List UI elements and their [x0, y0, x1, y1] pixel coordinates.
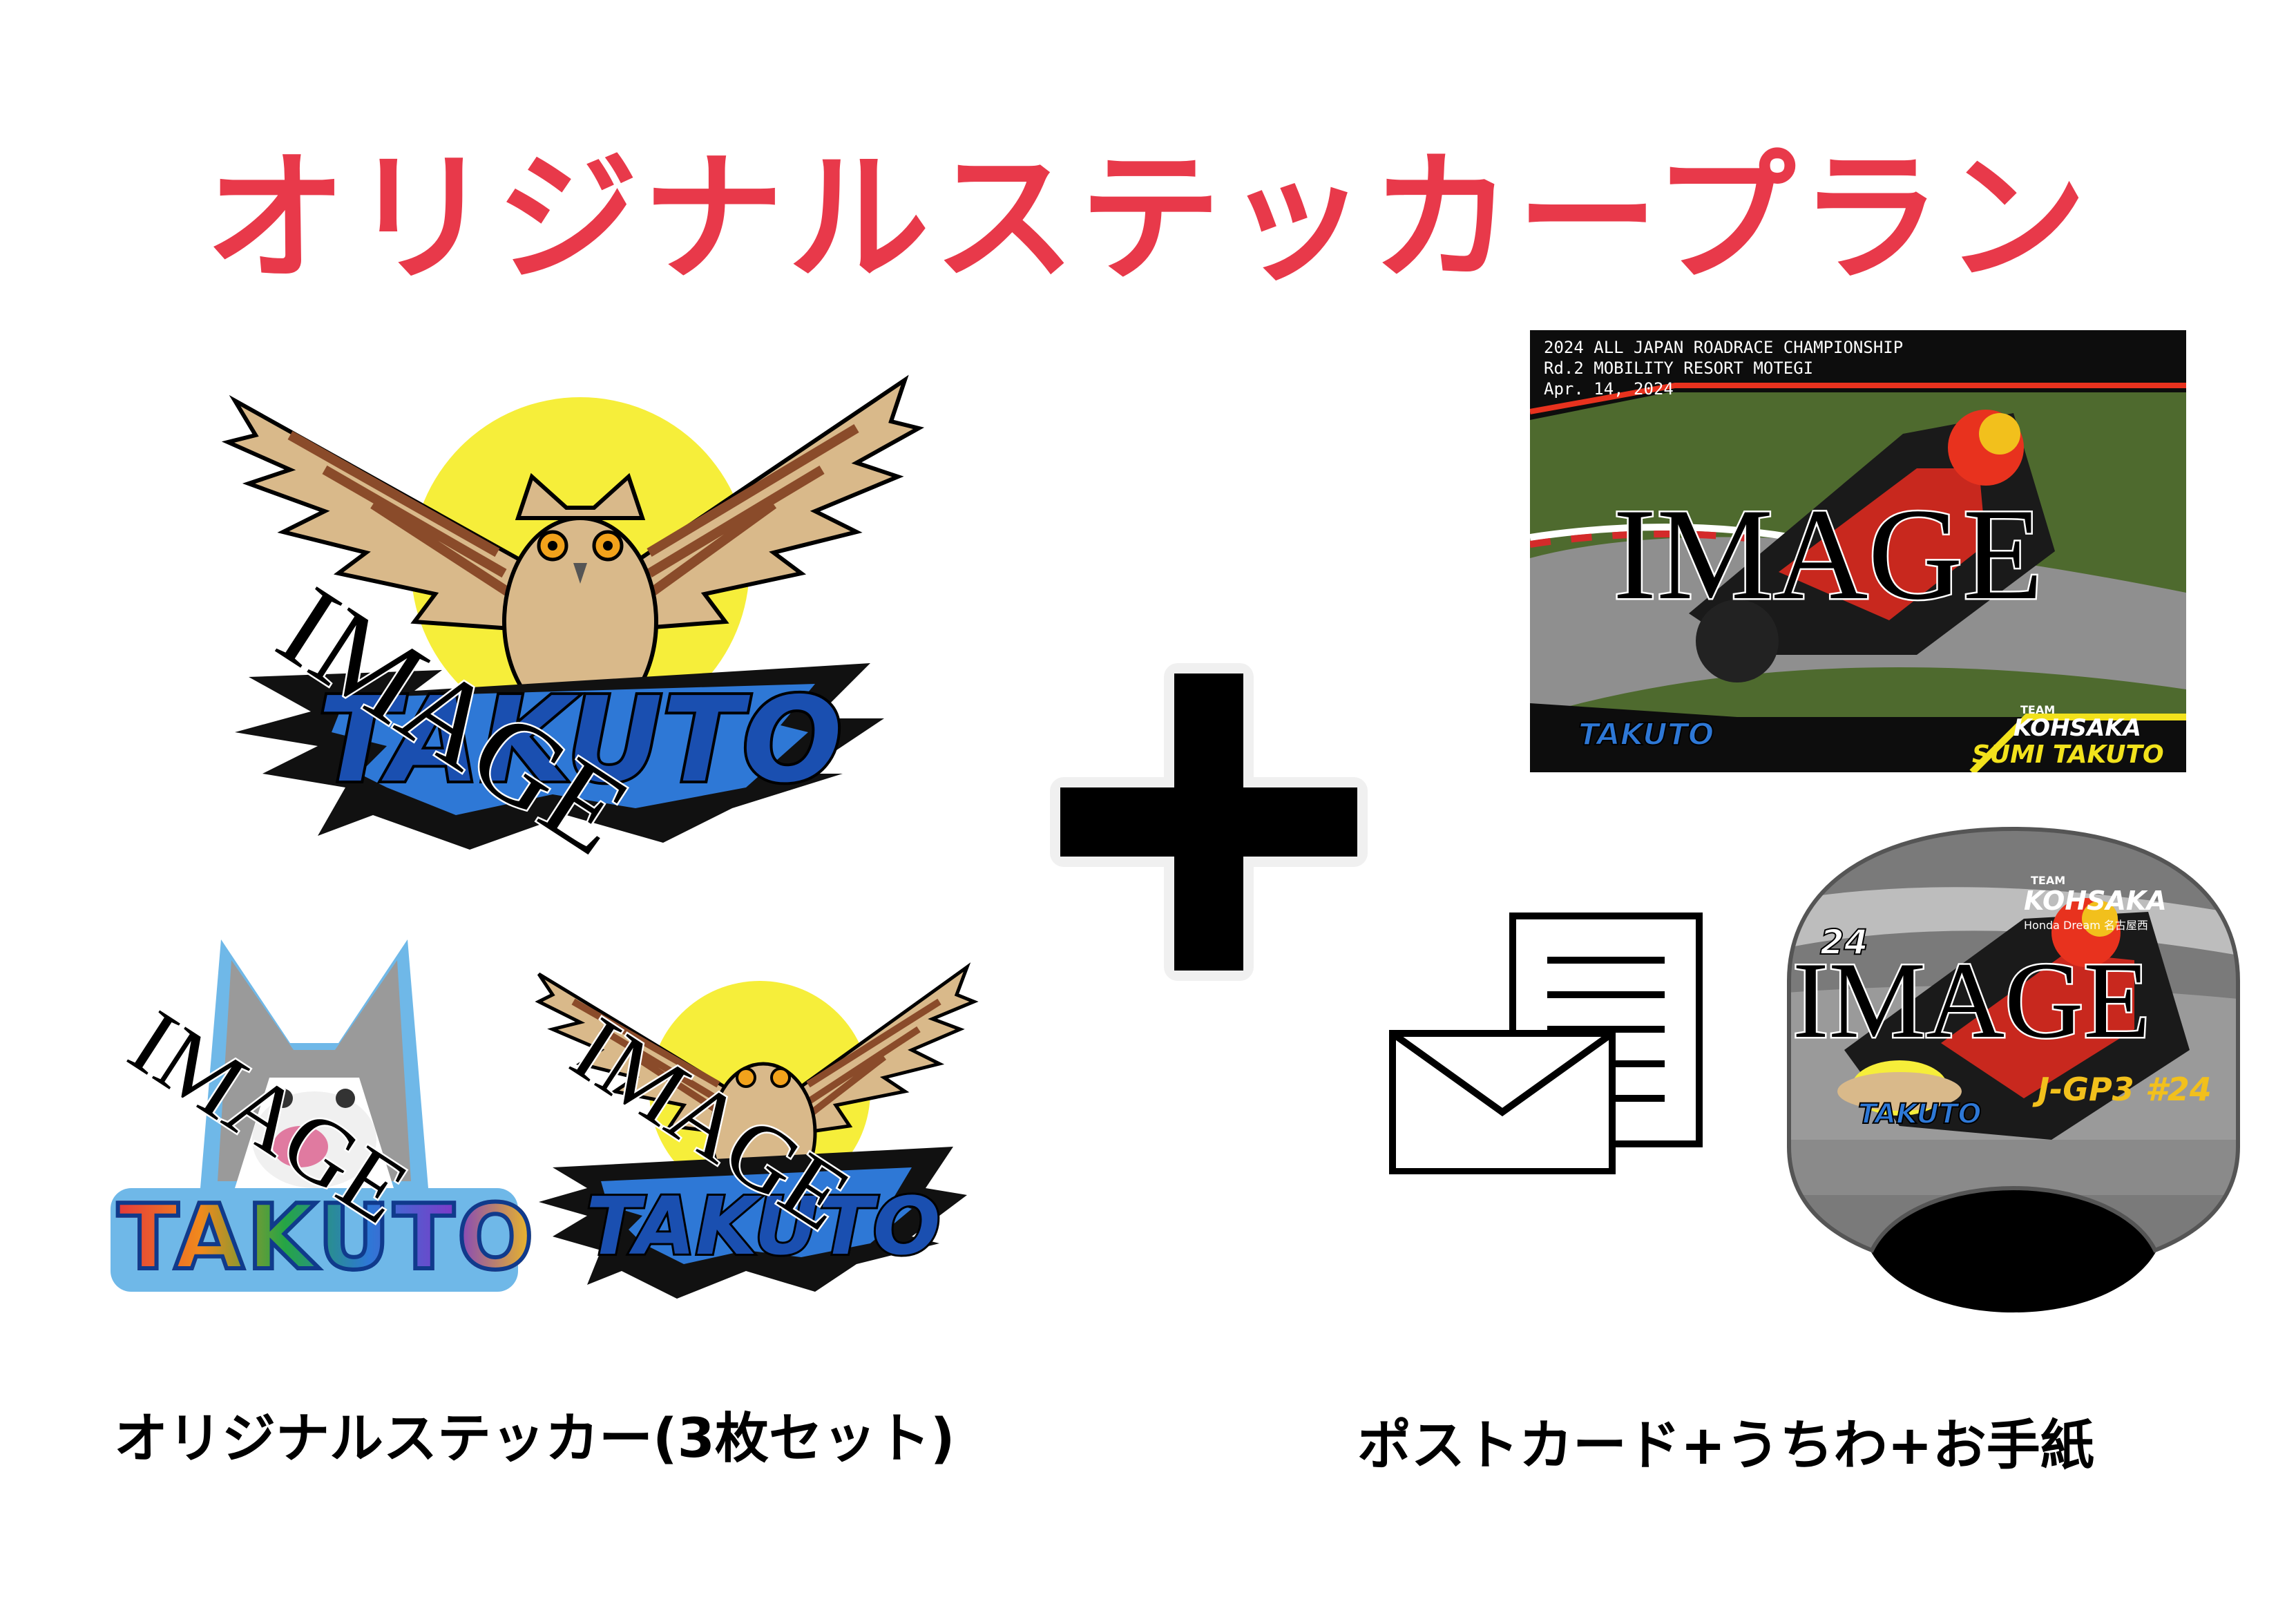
header-line-3: Apr. 14, 2024	[1544, 379, 1674, 399]
image-watermark: IMAGE	[1791, 940, 2152, 1061]
uchiwa-class-label: J-GP3 #24	[2038, 1071, 2212, 1108]
header-line-1: 2024 ALL JAPAN ROADRACE CHAMPIONSHIP	[1544, 338, 1904, 357]
husky-sticker: TAKUTO IMAGE	[104, 912, 535, 1299]
owl-sticker-small: TAKUTO IMAGE	[525, 939, 981, 1312]
postcard: 2024 ALL JAPAN ROADRACE CHAMPIONSHIP Rd.…	[1530, 330, 2186, 772]
page-title: オリジナルステッカープラン	[204, 137, 2092, 301]
header-line-2: Rd.2 MOBILITY RESORT MOTEGI	[1544, 359, 1814, 378]
uchiwa-sponsor: Honda Dream 名古屋西	[2024, 919, 2148, 932]
plus-icon	[1050, 663, 1368, 981]
postcard-set-caption: ポストカード+うちわ+お手紙	[1357, 1415, 2094, 1477]
rider-name: SUMI TAKUTO	[1972, 741, 2164, 769]
logo-text: TAKUTO	[586, 1181, 940, 1273]
postcard-logo-text: TAKUTO	[1578, 716, 1714, 753]
image-watermark: IMAGE	[1611, 482, 2045, 627]
uchiwa-team-small: TEAM	[2031, 874, 2066, 887]
takuto-colorful-text: TAKUTO	[115, 1183, 537, 1292]
envelope-letter-icon	[1388, 912, 1706, 1174]
uchiwa-fan: TEAM KOHSAKA Honda Dream 名古屋西 24 TAKUTO …	[1761, 822, 2266, 1319]
logo-text: TAKUTO	[318, 672, 843, 809]
owl-logo-icon: TAKUTO	[221, 374, 925, 850]
uchiwa-race-number: 24	[1819, 921, 1869, 963]
owl-sticker-main: TAKUTO IMAGE	[207, 359, 926, 881]
owl-logo-icon: TAKUTO	[535, 962, 979, 1299]
sticker-set-caption: オリジナルステッカー(3枚セット)	[114, 1408, 955, 1470]
logo-text: TAKUTO	[115, 1183, 535, 1292]
postcard-header: 2024 ALL JAPAN ROADRACE CHAMPIONSHIP Rd.…	[1544, 337, 1903, 399]
team-name: KOHSAKA	[2013, 714, 2141, 742]
husky-logo-icon	[111, 939, 518, 1292]
team-small-label: TEAM	[2020, 703, 2056, 716]
uchiwa-logo-text: TAKUTO	[1857, 1098, 1982, 1131]
uchiwa-team-name: KOHSAKA	[2024, 886, 2167, 916]
